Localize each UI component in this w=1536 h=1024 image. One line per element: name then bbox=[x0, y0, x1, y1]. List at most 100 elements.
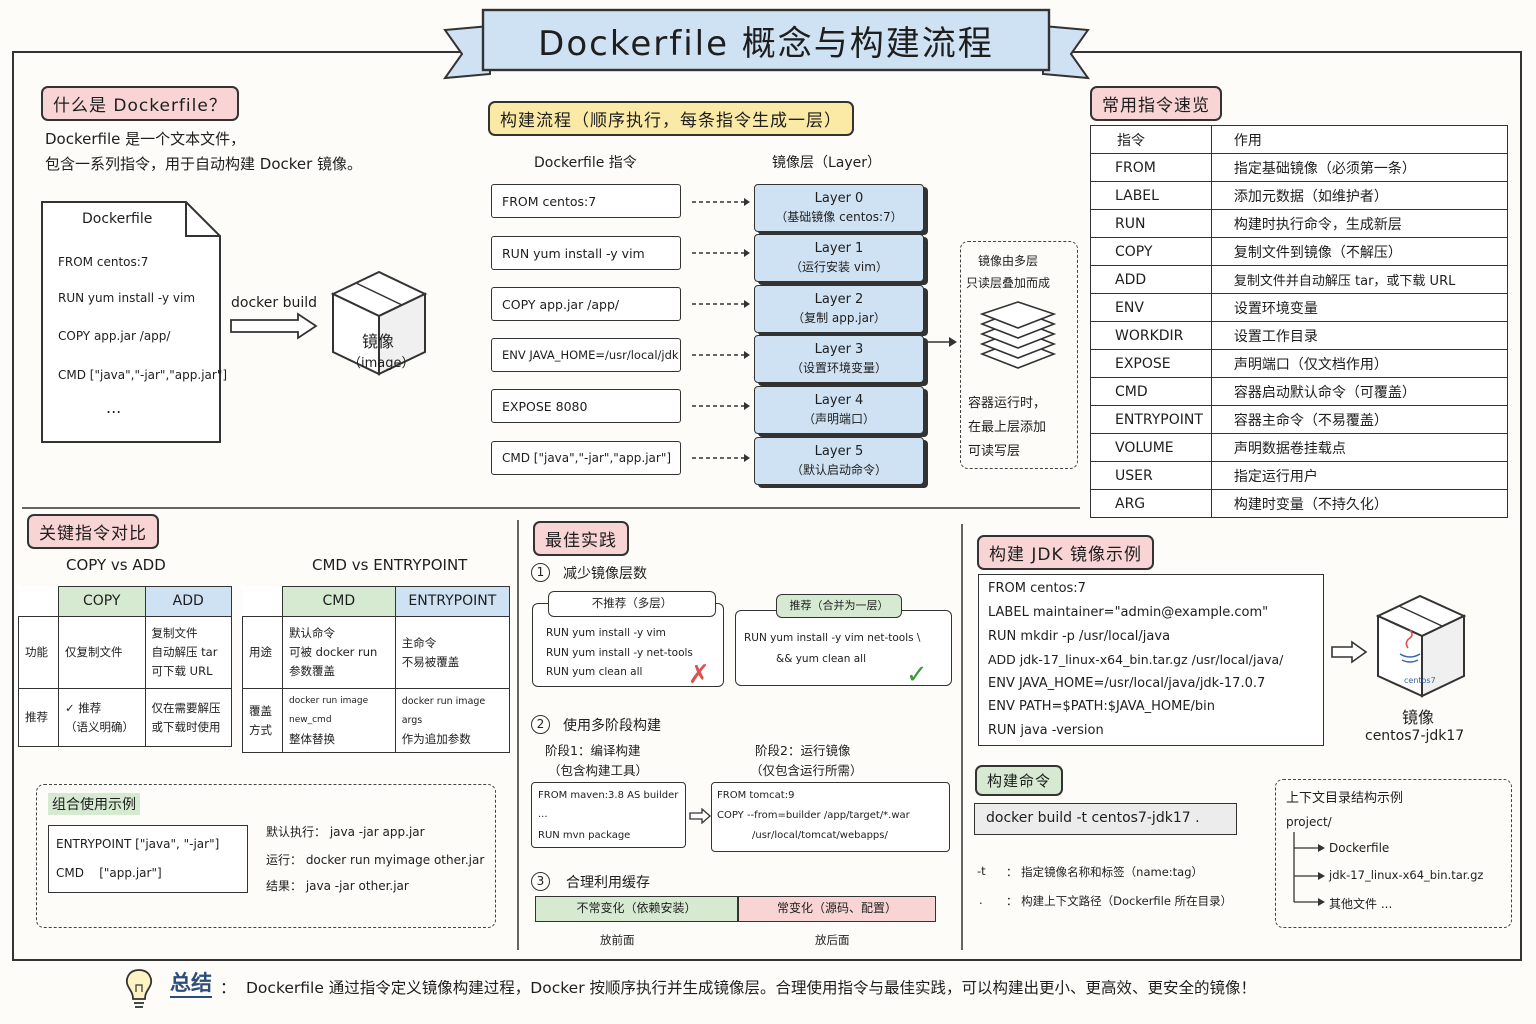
cmds-row-directive: LABEL bbox=[1090, 181, 1212, 210]
cmds-row-directive: FROM bbox=[1090, 153, 1212, 182]
good-line-1: RUN yum install -y vim net-tools \ bbox=[744, 632, 921, 644]
image-sub: （image） bbox=[348, 356, 415, 371]
jdk-line: RUN java -version bbox=[988, 723, 1104, 738]
cmds-row-directive: COPY bbox=[1090, 237, 1212, 266]
jdk-line: ENV PATH=$PATH:$JAVA_HOME/bin bbox=[988, 699, 1216, 714]
flow-col-commands: Dockerfile 指令 bbox=[534, 155, 637, 171]
file-shape bbox=[41, 201, 221, 443]
stage-1-line: RUN mvn package bbox=[538, 830, 631, 841]
flow-col-layers: 镜像层（Layer） bbox=[772, 155, 882, 171]
step-1-title: 减少镜像层数 bbox=[563, 566, 647, 582]
add-header: ADD bbox=[144, 586, 232, 617]
combo-line-2: CMD ["app.jar"] bbox=[56, 866, 162, 880]
stage-2-line: FROM tomcat:9 bbox=[717, 790, 795, 801]
combo-line-1: ENTRYPOINT ["java", "-jar"] bbox=[56, 837, 220, 851]
cmds-row-directive: CMD bbox=[1090, 377, 1212, 406]
cmds-row-purpose: 添加元数据（如维护者） bbox=[1210, 181, 1509, 210]
layer-note-box bbox=[960, 241, 1078, 469]
check-icon: ✓ bbox=[906, 660, 928, 690]
cmd-header: CMD bbox=[282, 586, 396, 617]
flow-command: EXPOSE 8080 bbox=[491, 389, 681, 423]
file-title: Dockerfile bbox=[82, 211, 153, 227]
cache-stable: 不常变化（依赖安装） bbox=[535, 896, 738, 922]
cmds-row-directive: ARG bbox=[1090, 489, 1212, 518]
cmds-row-purpose: 构建时执行命令，生成新层 bbox=[1210, 209, 1509, 238]
cmds-row-directive: RUN bbox=[1090, 209, 1212, 238]
note-bottom-3: 可读写层 bbox=[968, 444, 1021, 459]
stage-1-box bbox=[531, 782, 686, 848]
combo-title: 组合使用示例 bbox=[48, 793, 140, 815]
summary-label: 总结 bbox=[170, 970, 212, 998]
row-label: 用途 bbox=[242, 616, 283, 689]
stage-2-line: COPY --from=builder /app/target/*.war bbox=[717, 810, 910, 821]
row-label: 推荐 bbox=[18, 688, 59, 747]
combo-result-2: 运行： docker run myimage other.jar bbox=[266, 853, 485, 867]
build-cmd-heading: 构建命令 bbox=[975, 765, 1064, 796]
file-line: ... bbox=[106, 398, 122, 417]
layer-arrow bbox=[927, 337, 957, 347]
jdk-box-logo: centos7 bbox=[1404, 676, 1436, 685]
combo-result-1: 默认执行： java -jar app.jar bbox=[266, 825, 425, 839]
stage-arrow bbox=[689, 808, 711, 824]
flow-dashed-arrows bbox=[692, 198, 750, 462]
cache-volatile: 常变化（源码、配置） bbox=[738, 896, 936, 922]
context-title: 上下文目录结构示例 bbox=[1286, 791, 1404, 806]
note-bottom-1: 容器运行时， bbox=[968, 396, 1047, 411]
good-title: 推荐（合并为一层） bbox=[776, 594, 902, 618]
jdk-line: RUN mkdir -p /usr/local/java bbox=[988, 629, 1171, 644]
bad-line: RUN yum install -y net-tools bbox=[546, 647, 693, 659]
cmds-col-header: 作用 bbox=[1210, 125, 1509, 154]
context-root: project/ bbox=[1286, 815, 1332, 829]
good-example-box bbox=[735, 610, 952, 686]
compare-heading: 关键指令对比 bbox=[27, 514, 159, 549]
cmds-row-directive: ENV bbox=[1090, 293, 1212, 322]
note-top-2: 只读层叠加而成 bbox=[966, 276, 1051, 290]
file-line: RUN yum install -y vim bbox=[58, 291, 196, 305]
bad-line: RUN yum clean all bbox=[546, 666, 643, 678]
copy-header: COPY bbox=[58, 586, 146, 617]
entrypoint-usage: 主命令不易被覆盖 bbox=[394, 616, 511, 689]
cmds-row-purpose: 设置环境变量 bbox=[1210, 293, 1509, 322]
combo-box bbox=[36, 784, 496, 928]
opt-desc: ： 指定镜像名称和标签（name:tag） bbox=[1006, 865, 1203, 879]
cmd-vs-entrypoint-title: CMD vs ENTRYPOINT bbox=[312, 556, 468, 574]
cmds-row-purpose: 复制文件到镜像（不解压） bbox=[1210, 237, 1509, 266]
build-arrow bbox=[230, 312, 318, 340]
cmds-row-purpose: 指定运行用户 bbox=[1210, 461, 1509, 490]
layer-1: Layer 1（运行安装 vim） bbox=[754, 234, 924, 282]
flow-command: RUN yum install -y vim bbox=[491, 236, 681, 270]
good-line-2: && yum clean all bbox=[776, 653, 866, 665]
step-3-title: 合理利用缓存 bbox=[566, 875, 650, 891]
copy-vs-add-title: COPY vs ADD bbox=[66, 556, 166, 574]
flow-command: CMD ["java","-jar","app.jar"] bbox=[491, 441, 681, 475]
stage-1-line: ... bbox=[538, 809, 548, 820]
cmds-row-purpose: 容器主命令（不易覆盖） bbox=[1210, 405, 1509, 434]
row-label: 功能 bbox=[18, 616, 59, 689]
what-desc-2: 包含一系列指令，用于自动构建 Docker 镜像。 bbox=[45, 155, 363, 173]
jdk-code-box bbox=[978, 574, 1324, 746]
context-box bbox=[1275, 779, 1512, 928]
cmds-row-purpose: 声明端口（仅文档作用） bbox=[1210, 349, 1509, 378]
best-heading: 最佳实践 bbox=[533, 521, 629, 556]
file-line: COPY app.jar /app/ bbox=[58, 329, 171, 343]
opt-desc: ： 构建上下文路径（Dockerfile 所在目录） bbox=[1006, 894, 1233, 908]
cache-volatile-label: 放后面 bbox=[815, 933, 850, 947]
jdk-image-label: 镜像 bbox=[1402, 708, 1435, 727]
cmds-heading: 常用指令速览 bbox=[1090, 86, 1222, 121]
cmds-row-purpose: 指定基础镜像（必须第一条） bbox=[1210, 153, 1509, 182]
cmds-row-directive: VOLUME bbox=[1090, 433, 1212, 462]
tree-lines bbox=[1293, 832, 1325, 906]
